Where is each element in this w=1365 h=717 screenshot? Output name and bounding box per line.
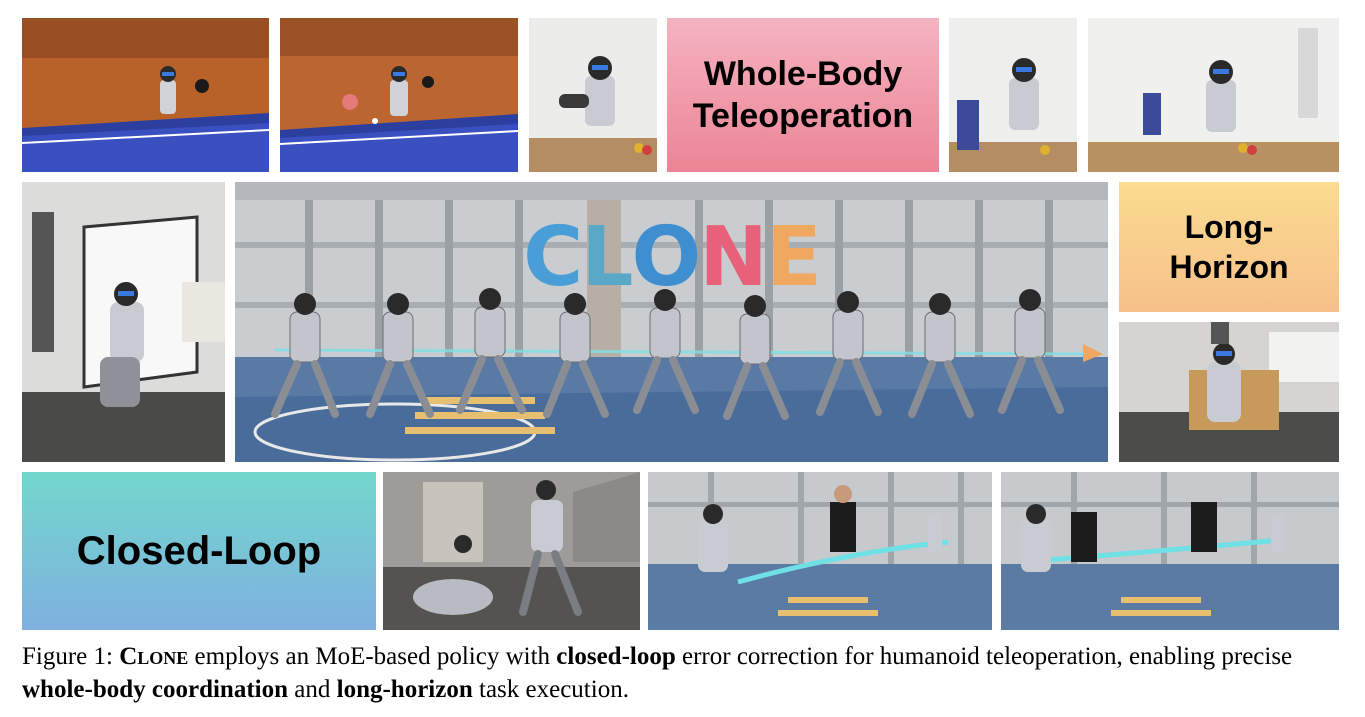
caption-text-4: task execution. — [472, 676, 629, 703]
caption-bold-2: whole-body coordination — [22, 676, 289, 703]
photo-robot-bag — [949, 18, 1077, 172]
photo-robot-whiteboard — [22, 182, 225, 462]
clone-title-letter: L — [581, 210, 633, 305]
caption-prefix: Figure 1: — [22, 643, 120, 670]
photo-clone-main-scene: CLONE — [235, 182, 1108, 462]
photo-robot-carry-box — [1119, 322, 1339, 462]
caption-bold-1: closed-loop — [556, 643, 676, 670]
photo-robot-pick-fruit — [529, 18, 657, 172]
clone-title-letter: O — [631, 210, 702, 305]
caption-text-2: error correction for humanoid teleoperat… — [675, 643, 1293, 670]
photo-teleop-follow-1 — [648, 472, 992, 630]
teleop-label-line2: Teleoperation — [692, 97, 914, 135]
clone-title-letter: E — [765, 210, 822, 305]
closed-loop-text: Closed-Loop — [76, 529, 322, 573]
photo-table-tennis-2 — [280, 18, 518, 172]
whole-body-teleoperation-label: Whole-Body Teleoperation — [667, 18, 939, 172]
teleop-label-line1: Whole-Body — [703, 54, 903, 93]
caption-text-1: employs an MoE-based policy with — [188, 643, 557, 670]
photo-table-tennis-1 — [22, 18, 269, 172]
long-label-line1: Long- — [1184, 209, 1274, 245]
clone-title-letter: N — [699, 210, 768, 305]
long-label-line2: Horizon — [1169, 249, 1289, 285]
photo-teleop-follow-2 — [1001, 472, 1339, 630]
photo-robot-fall-recovery — [383, 472, 640, 630]
caption-method-name: Clone — [119, 643, 189, 670]
closed-loop-label: Closed-Loop — [22, 472, 376, 630]
long-horizon-label: Long- Horizon — [1119, 182, 1339, 312]
caption-text-3: and — [288, 676, 337, 703]
caption-bold-3: long-horizon — [336, 676, 473, 703]
clone-title-letter: C — [523, 210, 583, 305]
figure-caption: Figure 1: Clone employs an MoE-based pol… — [22, 640, 1347, 706]
photo-robot-lift-bag — [1088, 18, 1339, 172]
clone-logo-title: CLONE — [235, 210, 1108, 305]
